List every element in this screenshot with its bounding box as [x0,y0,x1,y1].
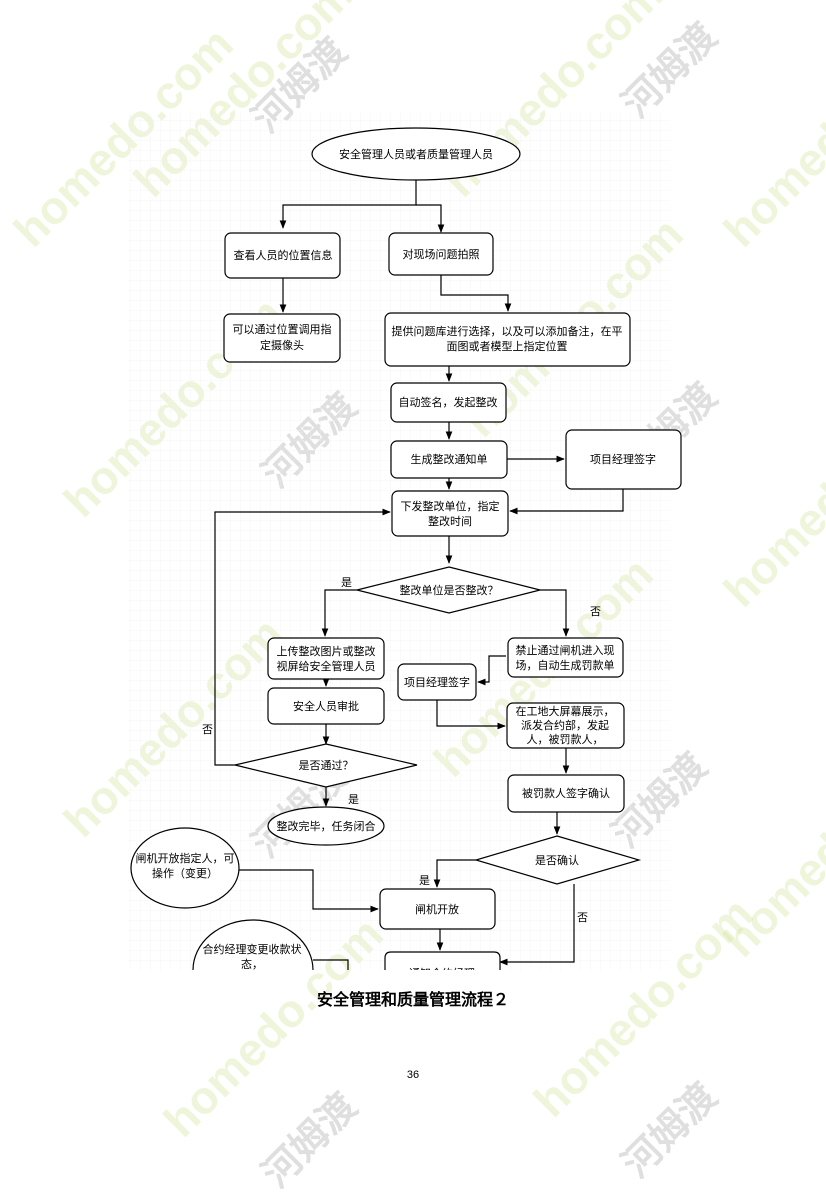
figure-caption: 安全管理和质量管理流程２ [316,990,509,1009]
start-node [311,127,521,181]
node-decision-rectified-label: 整改单位是否整改？ [400,583,499,597]
ellipse-node [130,827,240,909]
node-camera-label: 可以通过位置调用指 [233,322,332,336]
edge-label-no: 否 [202,723,213,736]
node-select-issue-label: 面图或者模型上指定位置 [447,339,568,353]
node-photo-label: 对现场问题拍照 [403,247,480,261]
connectors [214,180,624,970]
node-contract-manager-label: 合约经理变更收款状 [203,942,302,956]
node-close-label: 整改完毕，任务闭合 [277,819,376,833]
process-box [565,429,682,490]
node-decision-pass-label: 是否通过？ [299,759,354,772]
node-safety-review-label: 安全人员审批 [293,699,359,713]
edge-label-yes: 是 [341,576,352,589]
process-box [267,637,385,680]
node-display-label: 人，被罚款人， [527,732,604,746]
process-box [379,888,496,930]
process-box [507,774,625,813]
process-box-partial [384,951,501,970]
node-fined-sign-label: 被罚款人签字确认 [522,786,610,800]
node-auto-sign-label: 自动签名，发起整改 [399,395,498,409]
edge-label-no: 否 [577,911,588,924]
process-box [506,702,625,749]
node-pm-sign-label: 项目经理签字 [404,675,470,689]
process-box [267,687,385,725]
node-notify-label: 通知合约经理 [409,966,475,980]
decision-diamond [234,743,418,788]
process-box [390,382,507,423]
node-ban-gate-label: 禁止通过闸机进入现 [516,643,615,657]
end-node [267,806,385,846]
node-view-location-label: 查看人员的位置信息 [234,248,333,262]
decision-diamond [356,566,541,614]
node-camera-label: 定摄像头 [260,338,304,352]
node-upload-label: 上传整改图片或整改 [277,644,376,658]
node-gate-open-label: 闸机开放 [415,902,459,916]
node-pm-sign-label: 项目经理签字 [590,452,656,466]
edge-label-no: 否 [590,605,601,618]
node-issue-unit-label: 整改时间 [428,514,472,528]
node-select-issue-label: 提供问题库进行选择，以及可以添加备注，在平 [392,324,623,338]
node-display-label: 派发合约部，发起 [521,718,609,732]
process-box [224,232,341,279]
process-box [390,440,508,479]
node-issue-unit-label: 下发整改单位，指定 [401,499,500,513]
node-gate-designate-label: 操作（变更） [152,866,218,880]
edge-labels: 是 否 否 是 是 否 [202,576,601,924]
node-ban-gate-label: 场，自动生成罚款单 [516,658,615,672]
node-gate-designate-label: 闸机开放指定人，可 [136,851,235,865]
ellipse-node-partial [192,919,314,971]
node-start-label: 安全管理人员或者质量管理人员 [339,147,493,161]
node-display-label: 在工地大屏幕展示， [516,704,615,718]
process-box [397,663,477,701]
process-box [384,312,631,367]
process-box [507,637,624,678]
process-box [223,313,341,363]
process-box [391,490,509,537]
decision-diamond [473,835,642,885]
edge-label-yes: 是 [348,793,359,806]
node-upload-label: 视屏给安全管理人员 [277,659,376,673]
node-contract-manager-label: 态， [241,958,263,971]
page-number: 36 [406,1069,420,1081]
node-labels: 安全管理人员或者质量管理人员 查看人员的位置信息 对现场问题拍照 可以通过位置调… [136,147,657,971]
edge-label-yes: 是 [419,874,430,887]
node-notice-label: 生成整改通知单 [411,452,488,466]
document-page: homedo.com homedo.com homedo.com homedo.… [4,0,826,1196]
flowchart: 安全管理人员或者质量管理人员 查看人员的位置信息 对现场问题拍照 可以通过位置调… [128,113,682,980]
node-decision-confirm-label: 是否确认 [535,854,579,867]
process-box [388,232,494,276]
